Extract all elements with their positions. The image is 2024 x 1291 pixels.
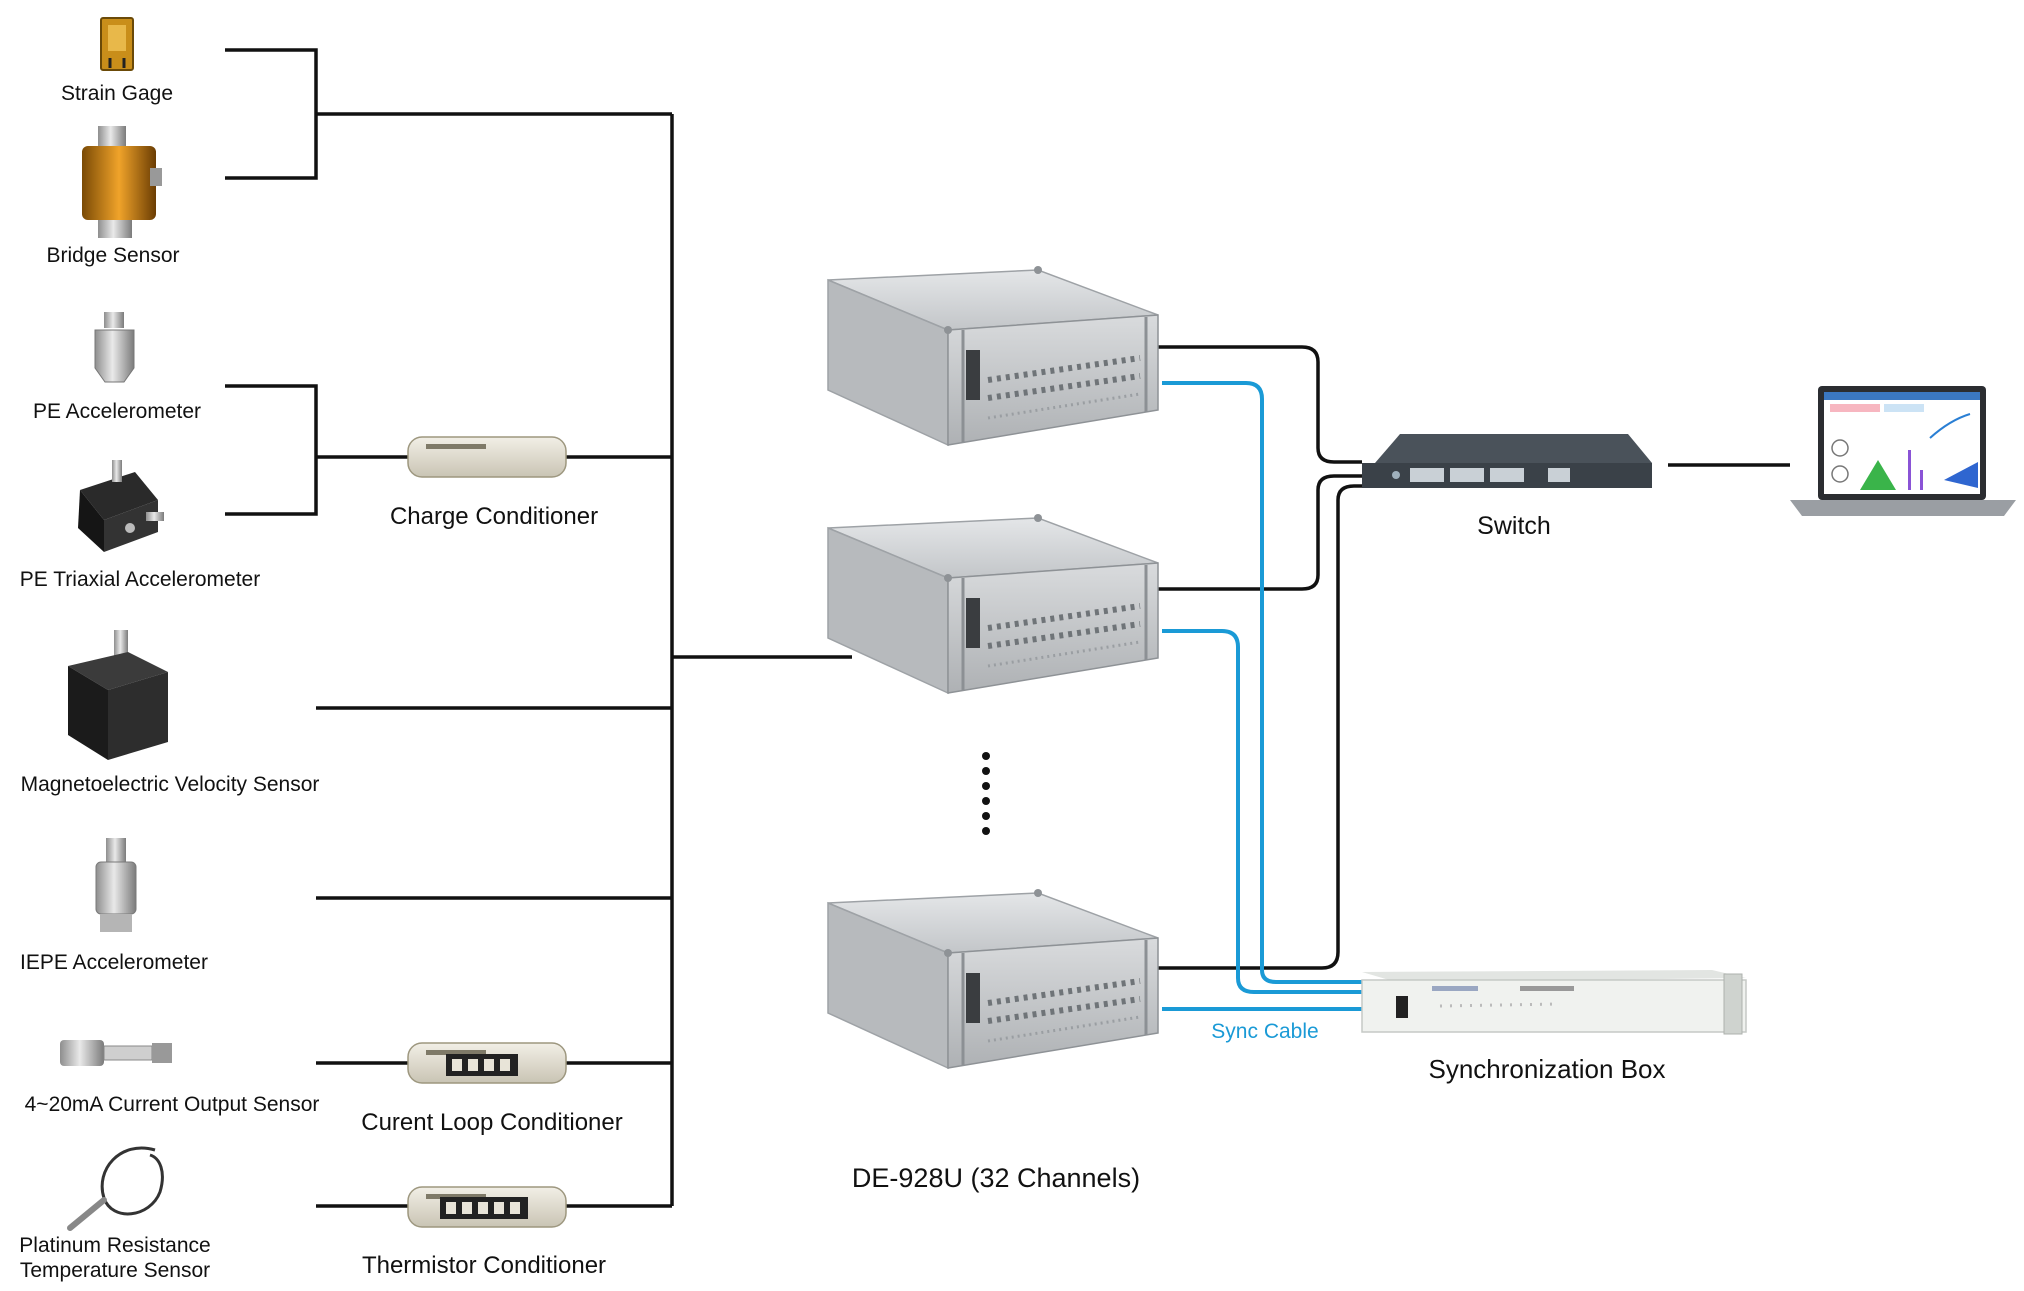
sync-cables <box>1162 381 1362 1011</box>
magnetoelectric-sensor-label: Magnetoelectric Velocity Sensor <box>21 773 320 796</box>
strain-gage-icon <box>100 17 134 71</box>
pe-accelerometer-label: PE Accelerometer <box>33 400 201 423</box>
sync-cable-label: Sync Cable <box>1211 1020 1318 1043</box>
network-switch-icon <box>1362 434 1652 488</box>
current-output-sensor-icon <box>60 1040 172 1066</box>
daq-unit-1 <box>828 266 1158 445</box>
eth-line-2 <box>1158 474 1362 591</box>
daq-unit-3 <box>828 889 1158 1068</box>
bridge-sensor-label: Bridge Sensor <box>46 244 179 267</box>
platinum-sensor-label-line1: Platinum Resistance <box>19 1234 210 1257</box>
charge-conditioner-label: Charge Conditioner <box>390 503 598 530</box>
bridge-sensor-icon <box>82 126 162 238</box>
iepe-accelerometer-label: IEPE Accelerometer <box>20 951 208 974</box>
pe-triaxial-icon <box>78 460 164 552</box>
current-loop-conditioner-label: Curent Loop Conditioner <box>361 1109 623 1136</box>
current-output-sensor-label: 4~20mA Current Output Sensor <box>25 1093 320 1116</box>
magnetoelectric-sensor-icon <box>68 630 168 760</box>
bracket-pe-line <box>225 384 318 516</box>
synchronization-box-icon <box>1361 970 1747 1035</box>
switch-label: Switch <box>1477 512 1551 540</box>
platinum-resistance-sensor-icon <box>67 1146 164 1231</box>
iepe-accelerometer-icon <box>95 838 137 932</box>
thermistor-conditioner-icon <box>407 1186 567 1228</box>
bracket-bridge-line <box>225 48 318 180</box>
pe-accelerometer-icon <box>94 312 135 383</box>
more-units-ellipsis <box>982 752 990 835</box>
eth-line-3 <box>1158 484 1362 970</box>
daq-unit-2 <box>828 514 1158 693</box>
sync-line-2 <box>1162 629 1362 994</box>
platinum-sensor-label-line2: Temperature Sensor <box>20 1259 210 1282</box>
strain-gage-label: Strain Gage <box>61 82 173 105</box>
charge-conditioner-icon <box>407 436 567 478</box>
daq-label: DE-928U (32 Channels) <box>852 1163 1140 1193</box>
laptop-icon <box>1790 386 2016 516</box>
synchronization-box-label: Synchronization Box <box>1428 1054 1665 1084</box>
current-loop-conditioner-icon <box>407 1042 567 1084</box>
thermistor-conditioner-label: Thermistor Conditioner <box>362 1252 606 1279</box>
pe-triaxial-label: PE Triaxial Accelerometer <box>20 568 260 591</box>
sync-line-1 <box>1162 381 1362 984</box>
eth-line-1 <box>1158 345 1362 464</box>
signal-lines <box>225 48 1790 1208</box>
